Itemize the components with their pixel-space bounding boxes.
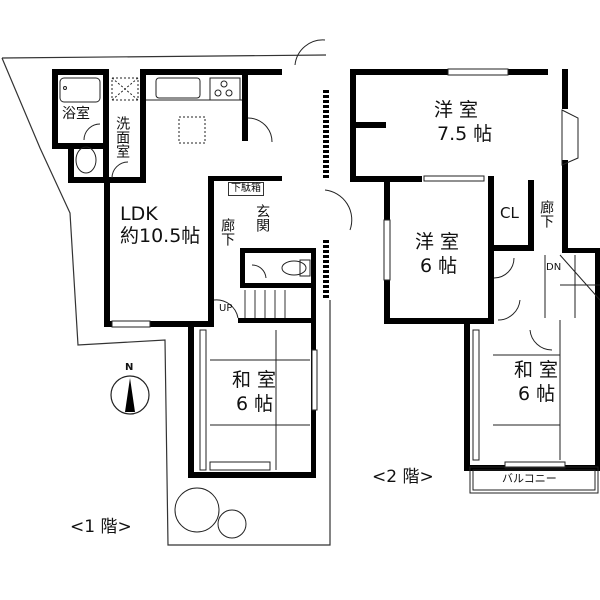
washitsu-2f-size: 6 帖 xyxy=(518,383,556,405)
yoshitsu-small-size: 6 帖 xyxy=(420,255,458,277)
compass-icon xyxy=(110,375,150,415)
compass-north-label: N xyxy=(125,362,134,373)
floor1-fixtures xyxy=(59,39,353,471)
site-boundary xyxy=(1,54,331,546)
yoshitsu-large-label: 洋 室 xyxy=(434,99,479,121)
balcony-label: バルコニー xyxy=(502,472,557,485)
floor2-fixtures xyxy=(383,68,600,494)
plants-icon xyxy=(174,487,247,539)
stairs-down-label: DN xyxy=(546,262,562,273)
washroom-label: 洗面室 xyxy=(114,116,131,158)
washitsu-2f-label: 和 室 xyxy=(514,359,559,381)
bath-label: 浴室 xyxy=(62,106,90,122)
floor2-title: <2 階> xyxy=(372,467,434,487)
hallway-2f-label: 廊下 xyxy=(538,200,555,228)
closet-label: CL xyxy=(500,204,519,222)
hallway-label: 廊下 xyxy=(219,218,236,246)
entrance-label: 玄関 xyxy=(254,204,271,232)
shoe-box-label: 下駄箱 xyxy=(228,182,264,196)
washitsu-1f-label: 和 室 xyxy=(232,369,277,391)
stairs-up-label: UP xyxy=(219,303,233,314)
yoshitsu-large-size: 7.5 帖 xyxy=(437,123,493,145)
ldk-size: 約10.5帖 xyxy=(120,225,201,247)
ldk-label: LDK xyxy=(120,203,158,225)
floor1-title: <1 階> xyxy=(70,517,132,537)
washitsu-1f-size: 6 帖 xyxy=(236,393,274,415)
yoshitsu-small-label: 洋 室 xyxy=(415,231,460,253)
